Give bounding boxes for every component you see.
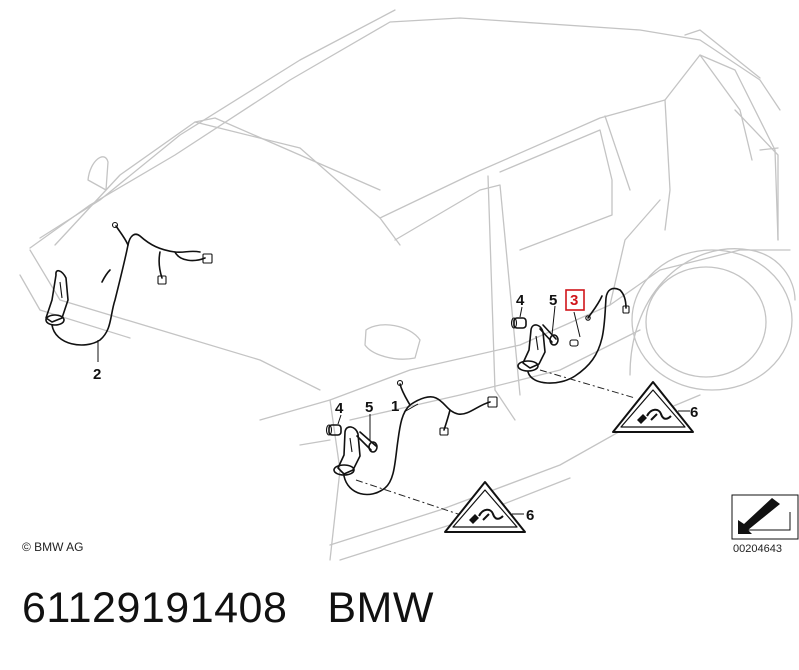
callout-1[interactable]: 1: [391, 398, 399, 415]
part-number: 61129191408: [22, 584, 288, 632]
part-2-wiring-harness: [45, 221, 213, 362]
vehicle-outline: [19, 9, 796, 561]
brand-name: BMW: [327, 584, 434, 632]
connector-plug-icon: [637, 408, 672, 424]
leader-lines: [337, 305, 556, 440]
reference-line-rear: [539, 369, 636, 399]
figure-number: 00204643: [733, 543, 782, 555]
callout-6-front[interactable]: 6: [526, 507, 534, 524]
callout-2[interactable]: 2: [93, 366, 101, 383]
part-number-line: 61129191408 BMW: [22, 584, 434, 633]
copyright-notice: © BMW AG: [22, 540, 84, 554]
callout-5-rear[interactable]: 5: [549, 292, 557, 309]
warning-triangle-icon: [612, 381, 694, 433]
callout-3[interactable]: 3: [570, 292, 578, 309]
callout-6-rear[interactable]: 6: [690, 404, 698, 421]
callout-4-front[interactable]: 4: [335, 400, 344, 417]
part-3-wiring-harness: [510, 287, 630, 384]
callout-4-rear[interactable]: 4: [516, 292, 525, 309]
reference-line-front: [355, 479, 471, 519]
callout-3-highlight-box: [565, 289, 585, 311]
callout-5-front[interactable]: 5: [365, 399, 373, 416]
direction-arrow-icon: [731, 494, 799, 540]
part-1-wiring-harness: [325, 379, 498, 496]
warning-triangle-icon: [444, 481, 526, 533]
connector-plug-icon: [469, 508, 504, 524]
